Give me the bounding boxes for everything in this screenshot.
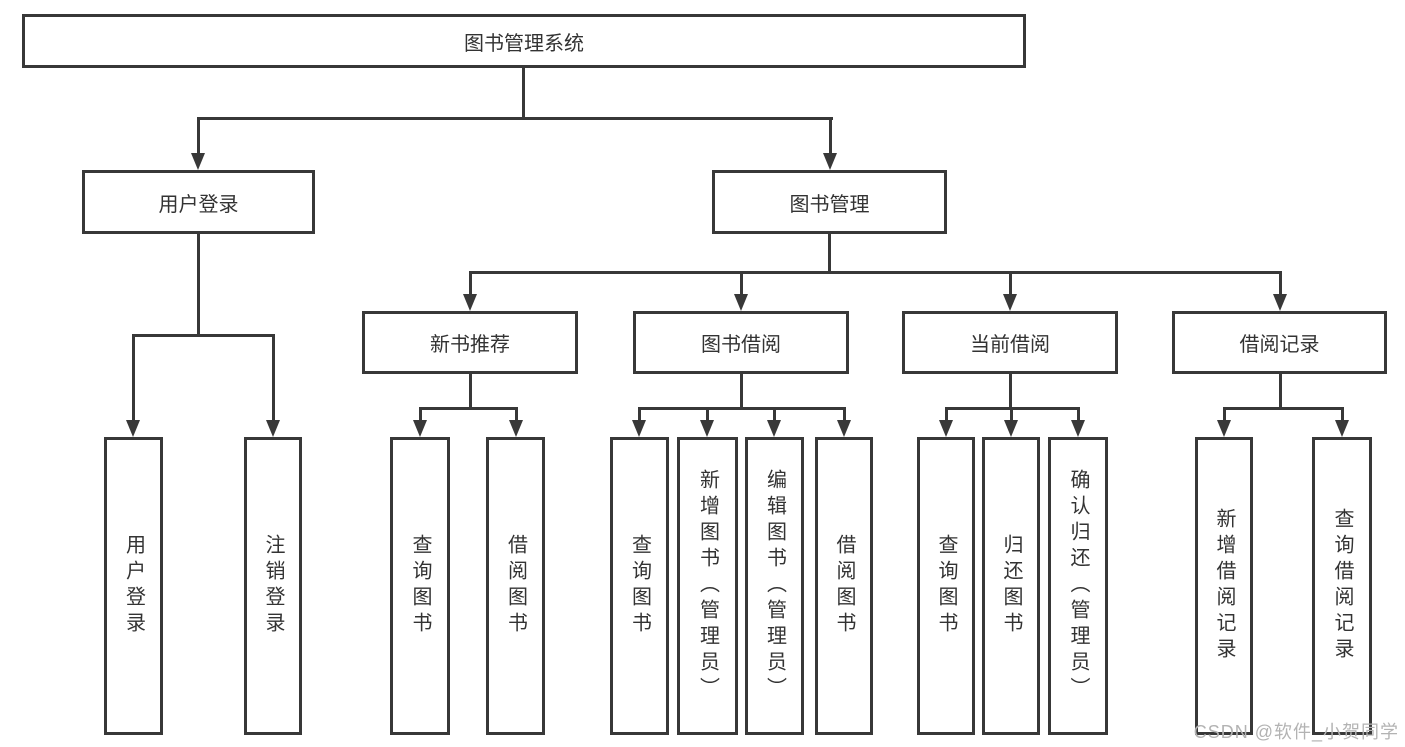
leaf-confirm-return-admin: 确认归还（管理员） [1048, 437, 1108, 735]
node-current-borrow-label: 当前借阅 [970, 334, 1050, 356]
leaf-add-book-admin: 新增图书（管理员） [677, 437, 738, 735]
connector-leaf-drop [272, 334, 275, 422]
connector-leaf-drop [638, 407, 641, 422]
connector-leaf-drop [1077, 407, 1080, 422]
arrow-leaf-edit-book [767, 420, 781, 437]
connector-record-hline [1223, 407, 1344, 410]
connector-level2-drop [740, 271, 743, 296]
connector-level2-drop [469, 271, 472, 296]
connector-current-stem [1009, 373, 1012, 410]
connector-leaf-drop [1223, 407, 1226, 422]
leaf-edit-book-admin: 编辑图书（管理员） [745, 437, 804, 735]
connector-recommend-stem [469, 373, 472, 410]
connector-recommend-hline [419, 407, 518, 410]
arrow-leaf-return-book [1004, 420, 1018, 437]
node-new-book-recommend: 新书推荐 [362, 311, 578, 374]
node-book-borrow-label: 图书借阅 [701, 334, 781, 356]
leaf-recommend-query-book-label: 查询图书 [409, 534, 431, 638]
arrow-leaf-logout [266, 420, 280, 437]
connector-leaf-drop [706, 407, 709, 422]
leaf-logout-label: 注销登录 [262, 534, 284, 638]
connector-borrow-stem [740, 373, 743, 410]
node-new-book-recommend-label: 新书推荐 [430, 334, 510, 356]
node-borrow-record: 借阅记录 [1172, 311, 1387, 374]
leaf-recommend-borrow-book-label: 借阅图书 [504, 534, 527, 638]
node-borrow-record-label: 借阅记录 [1239, 334, 1320, 356]
node-book-borrow: 图书借阅 [633, 311, 849, 374]
arrow-leaf-recommend-borrow [509, 420, 523, 437]
leaf-borrow-query-book: 查询图书 [610, 437, 669, 735]
arrow-leaf-query-record [1335, 420, 1349, 437]
leaf-query-borrow-record-label: 查询借阅记录 [1331, 508, 1353, 664]
node-root-label: 图书管理系统 [464, 32, 584, 55]
arrow-leaf-add-record [1217, 420, 1231, 437]
leaf-borrow-book: 借阅图书 [815, 437, 873, 735]
connector-book-mgmt-drop [829, 117, 832, 155]
leaf-current-query-book: 查询图书 [917, 437, 975, 735]
connector-level1-hline [197, 117, 833, 120]
node-root: 图书管理系统 [22, 14, 1026, 68]
watermark: CSDN @软件_小贺同学 [1193, 722, 1399, 742]
arrow-leaf-confirm-return [1071, 420, 1085, 437]
node-current-borrow: 当前借阅 [902, 311, 1118, 374]
arrow-leaf-current-query [939, 420, 953, 437]
node-book-management: 图书管理 [712, 170, 947, 234]
leaf-user-login-label: 用户登录 [122, 534, 145, 638]
arrow-book-mgmt [823, 153, 837, 170]
leaf-user-login: 用户登录 [104, 437, 163, 735]
arrow-current-borrow [1003, 294, 1017, 311]
leaf-edit-book-admin-label: 编辑图书（管理员） [763, 469, 786, 703]
connector-leaf-drop [945, 407, 948, 422]
leaf-recommend-query-book: 查询图书 [390, 437, 450, 735]
leaf-recommend-borrow-book: 借阅图书 [486, 437, 545, 735]
connector-leaf-drop [132, 334, 135, 422]
connector-user-login-hline [132, 334, 274, 337]
connector-root-stem [522, 67, 525, 120]
node-user-login-label: 用户登录 [158, 193, 239, 216]
connector-leaf-drop [1010, 407, 1013, 422]
arrow-leaf-add-book [700, 420, 714, 437]
connector-level2-drop [1279, 271, 1282, 296]
arrow-leaf-recommend-query [413, 420, 427, 437]
leaf-logout: 注销登录 [244, 437, 302, 735]
leaf-confirm-return-admin-label: 确认归还（管理员） [1067, 469, 1089, 703]
connector-user-login-stem [197, 233, 200, 337]
leaf-borrow-query-book-label: 查询图书 [628, 534, 651, 638]
arrow-new-book-recommend [463, 294, 477, 311]
connector-leaf-drop [515, 407, 518, 422]
leaf-query-borrow-record: 查询借阅记录 [1312, 437, 1372, 735]
connector-borrow-hline [638, 407, 846, 410]
leaf-add-borrow-record-label: 新增借阅记录 [1213, 508, 1235, 664]
arrow-user-login [191, 153, 205, 170]
arrow-book-borrow [734, 294, 748, 311]
connector-leaf-drop [773, 407, 776, 422]
leaf-return-book-label: 归还图书 [1000, 534, 1022, 638]
connector-leaf-drop [843, 407, 846, 422]
connector-record-stem [1279, 373, 1282, 410]
connector-leaf-drop [1341, 407, 1344, 422]
leaf-current-query-book-label: 查询图书 [935, 534, 957, 638]
leaf-add-book-admin-label: 新增图书（管理员） [696, 469, 719, 703]
arrow-leaf-borrow-query [632, 420, 646, 437]
node-user-login: 用户登录 [82, 170, 315, 234]
connector-user-login-drop [197, 117, 200, 155]
leaf-return-book: 归还图书 [982, 437, 1040, 735]
arrow-leaf-borrow-book [837, 420, 851, 437]
connector-leaf-drop [419, 407, 422, 422]
connector-level2-drop [1009, 271, 1012, 296]
leaf-add-borrow-record: 新增借阅记录 [1195, 437, 1253, 735]
arrow-borrow-record [1273, 294, 1287, 311]
connector-book-mgmt-stem [828, 233, 831, 274]
node-book-management-label: 图书管理 [789, 193, 870, 216]
connector-level2-hline [469, 271, 1282, 274]
arrow-leaf-user-login [126, 420, 140, 437]
leaf-borrow-book-label: 借阅图书 [833, 534, 855, 638]
